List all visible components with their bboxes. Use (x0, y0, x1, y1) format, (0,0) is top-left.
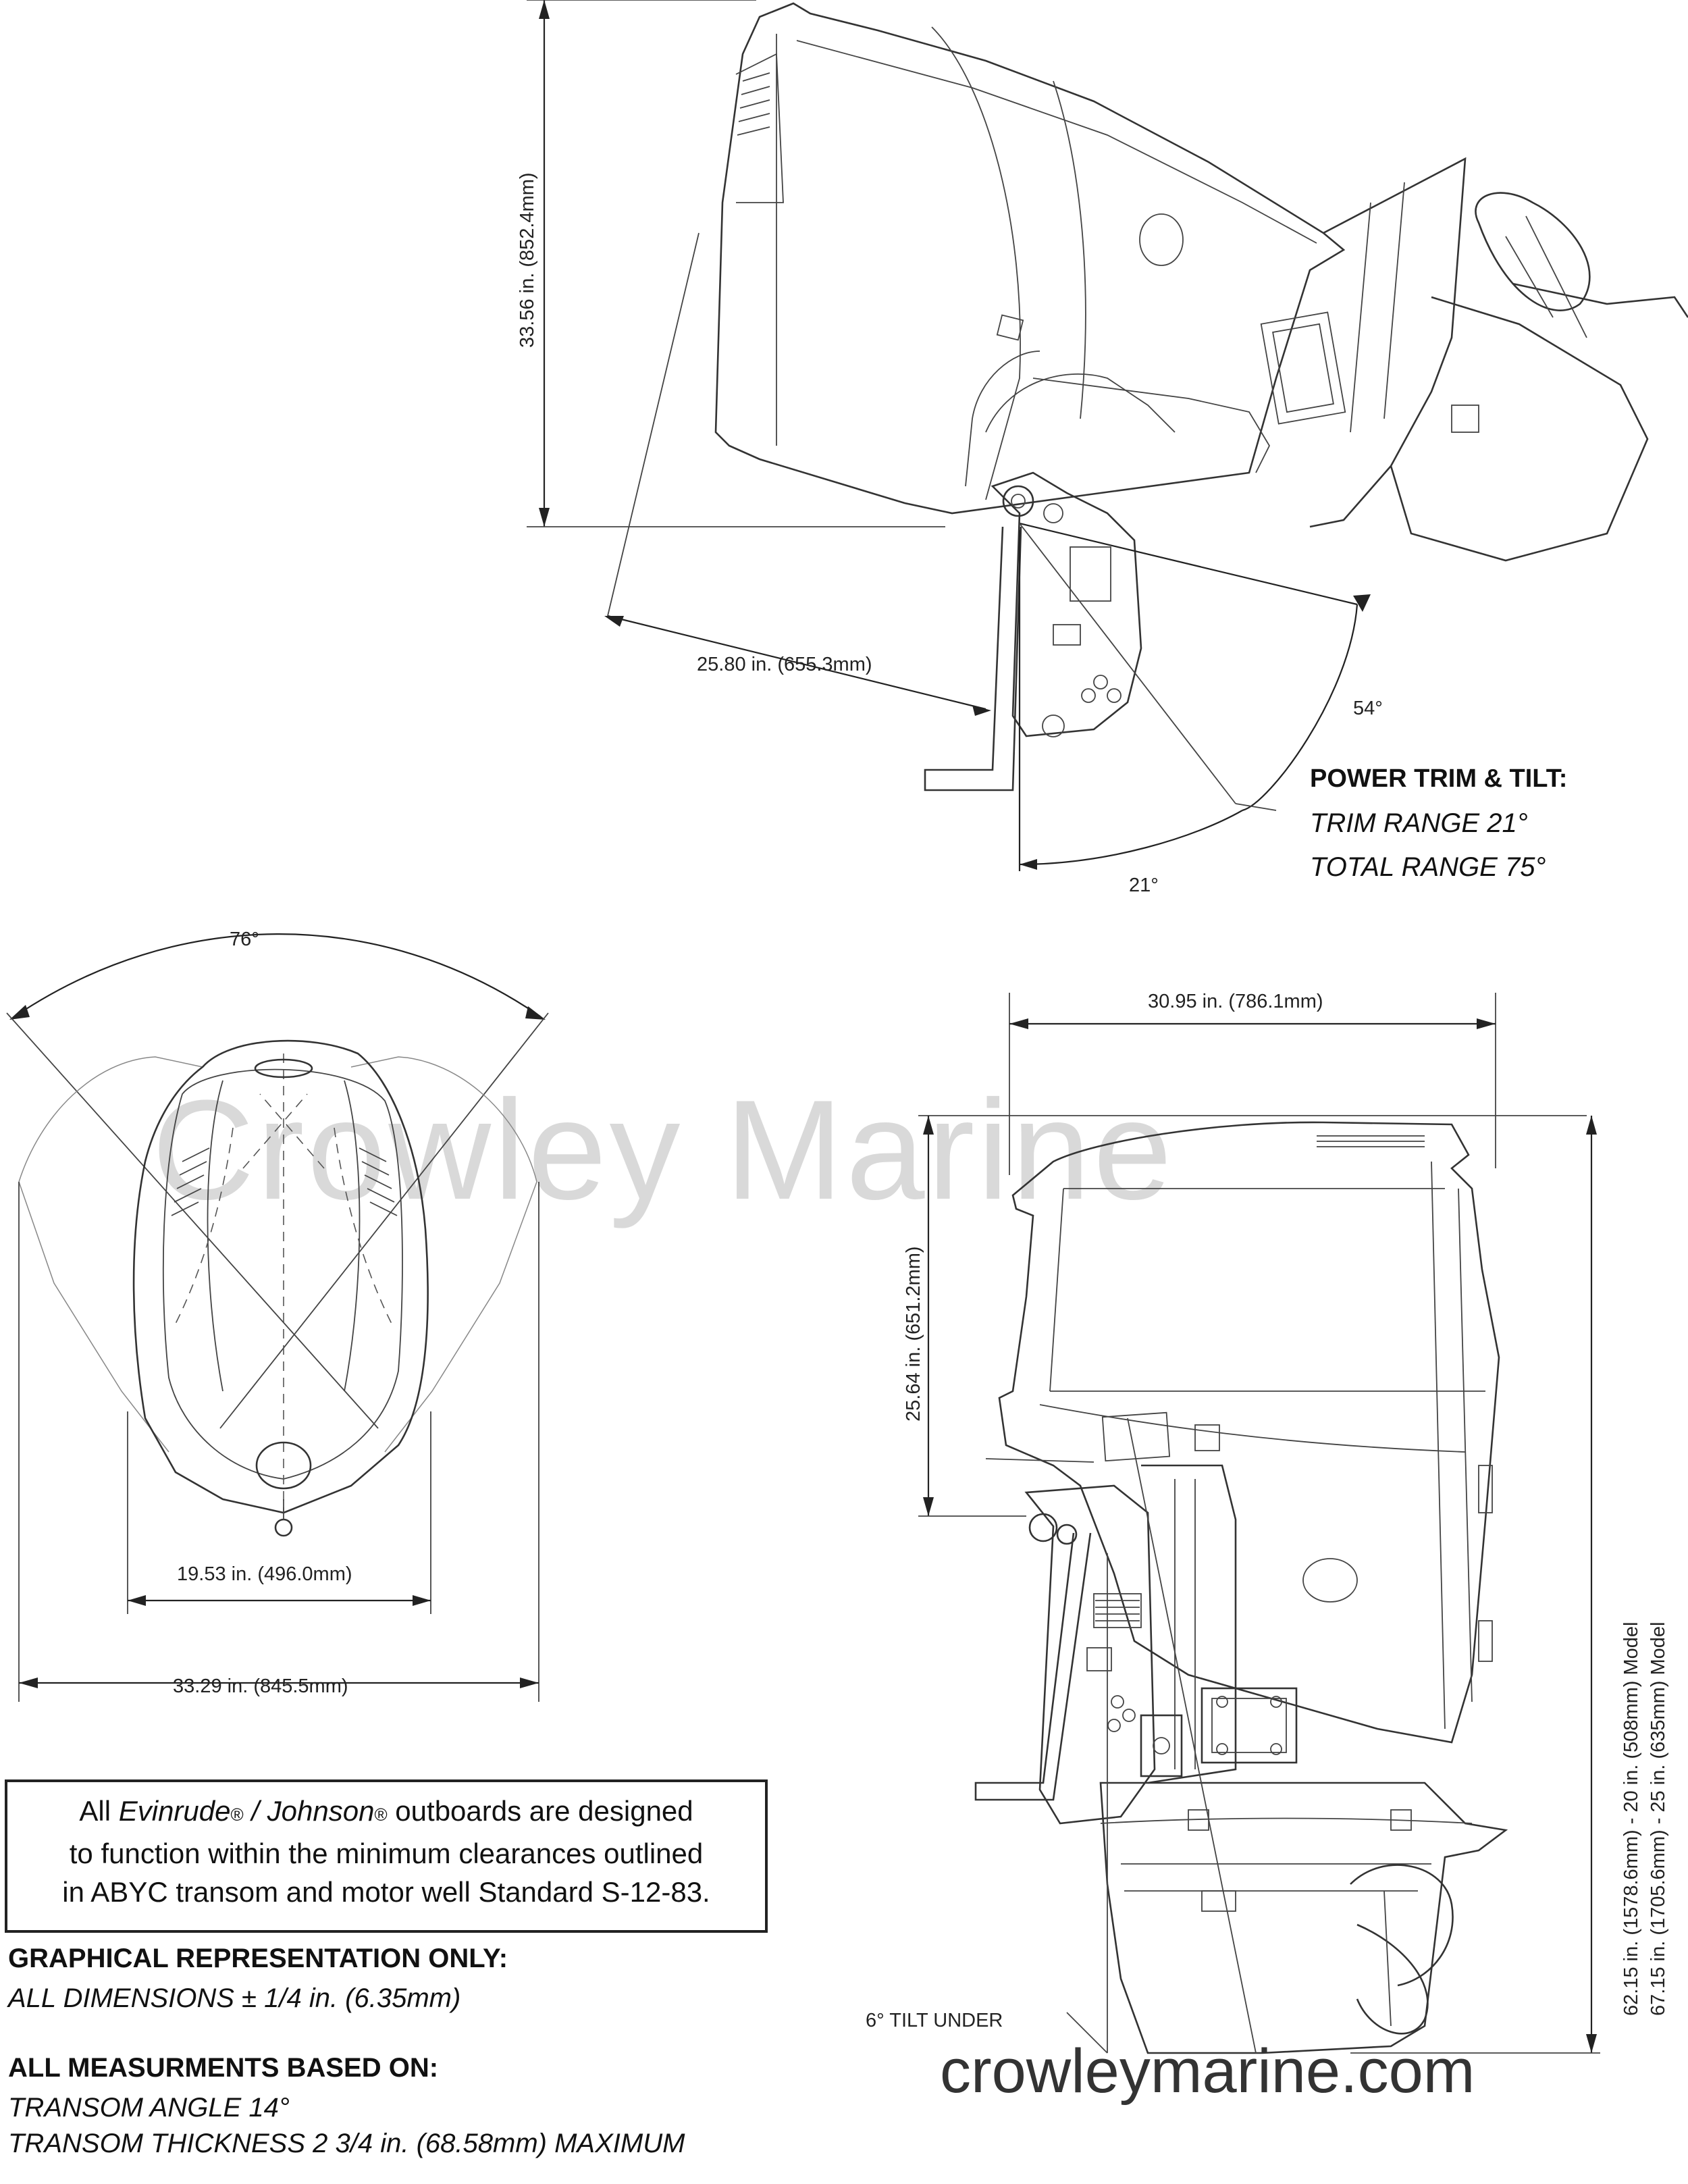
basis-block: ALL MEASURMENTS BASED ON: TRANSOM ANGLE … (8, 2053, 685, 2159)
height-25in-model: 67.15 in. (1705.6mm) - 25 in. (635mm) Mo… (1647, 1622, 1669, 2016)
tilt-under-label: 6° TILT UNDER (866, 2010, 1003, 2031)
full-side-view (918, 993, 1600, 2054)
note-line-2: to function within the minimum clearance… (69, 1838, 704, 1869)
basis-heading: ALL MEASURMENTS BASED ON: (8, 2053, 439, 2083)
note-suffix: outboards are designed (387, 1795, 693, 1827)
brand-evinrude: Evinrude (118, 1795, 231, 1827)
top-view (6, 933, 549, 1702)
transom-angle-text: TRANSOM ANGLE 14° (8, 2093, 290, 2123)
registered-mark-1: ® (230, 1804, 244, 1825)
trim-angle-label: 21° (1129, 875, 1159, 896)
graphical-block: GRAPHICAL REPRESENTATION ONLY: ALL DIMEN… (8, 1944, 508, 2014)
clearance-note-box: All Evinrude® / Johnson® outboards are d… (5, 1779, 768, 1933)
note-line-3: in ABYC transom and motor well Standard … (62, 1876, 710, 1908)
steer-angle-label: 76° (230, 929, 259, 950)
cowl-height-dimension: 25.64 in. (651.2mm) (903, 1246, 924, 1422)
tilted-side-view (527, 0, 1688, 871)
note-line-1: All Evinrude® / Johnson® outboards are d… (21, 1792, 751, 1834)
side-height-dimension: 33.56 in. (852.4mm) (517, 172, 538, 348)
power-trim-heading: POWER TRIM & TILT: (1310, 764, 1567, 793)
watermark-text: Crowley Marine (152, 1070, 1175, 1229)
height-20in-model: 62.15 in. (1578.6mm) - 20 in. (508mm) Mo… (1620, 1622, 1642, 2016)
total-range-text: TOTAL RANGE 75° (1310, 852, 1546, 882)
tilt-angle-label: 54° (1353, 698, 1383, 719)
note-prefix: All (79, 1795, 119, 1827)
length-dimension: 30.95 in. (786.1mm) (1148, 991, 1323, 1012)
outer-width-dimension: 33.29 in. (845.5mm) (173, 1675, 348, 1697)
site-url: crowleymarine.com (940, 2037, 1475, 2106)
note-separator: / (243, 1795, 267, 1827)
graphical-heading: GRAPHICAL REPRESENTATION ONLY: (8, 1944, 508, 1973)
registered-mark-2: ® (374, 1804, 388, 1825)
brand-johnson: Johnson (267, 1795, 375, 1827)
transom-thickness-text: TRANSOM THICKNESS 2 3/4 in. (68.58mm) MA… (8, 2129, 685, 2158)
tolerance-text: ALL DIMENSIONS ± 1/4 in. (6.35mm) (8, 1983, 461, 2013)
inner-width-dimension: 19.53 in. (496.0mm) (177, 1563, 352, 1585)
trim-range-text: TRIM RANGE 21° (1310, 808, 1528, 838)
side-reach-dimension: 25.80 in. (655.3mm) (697, 654, 872, 675)
